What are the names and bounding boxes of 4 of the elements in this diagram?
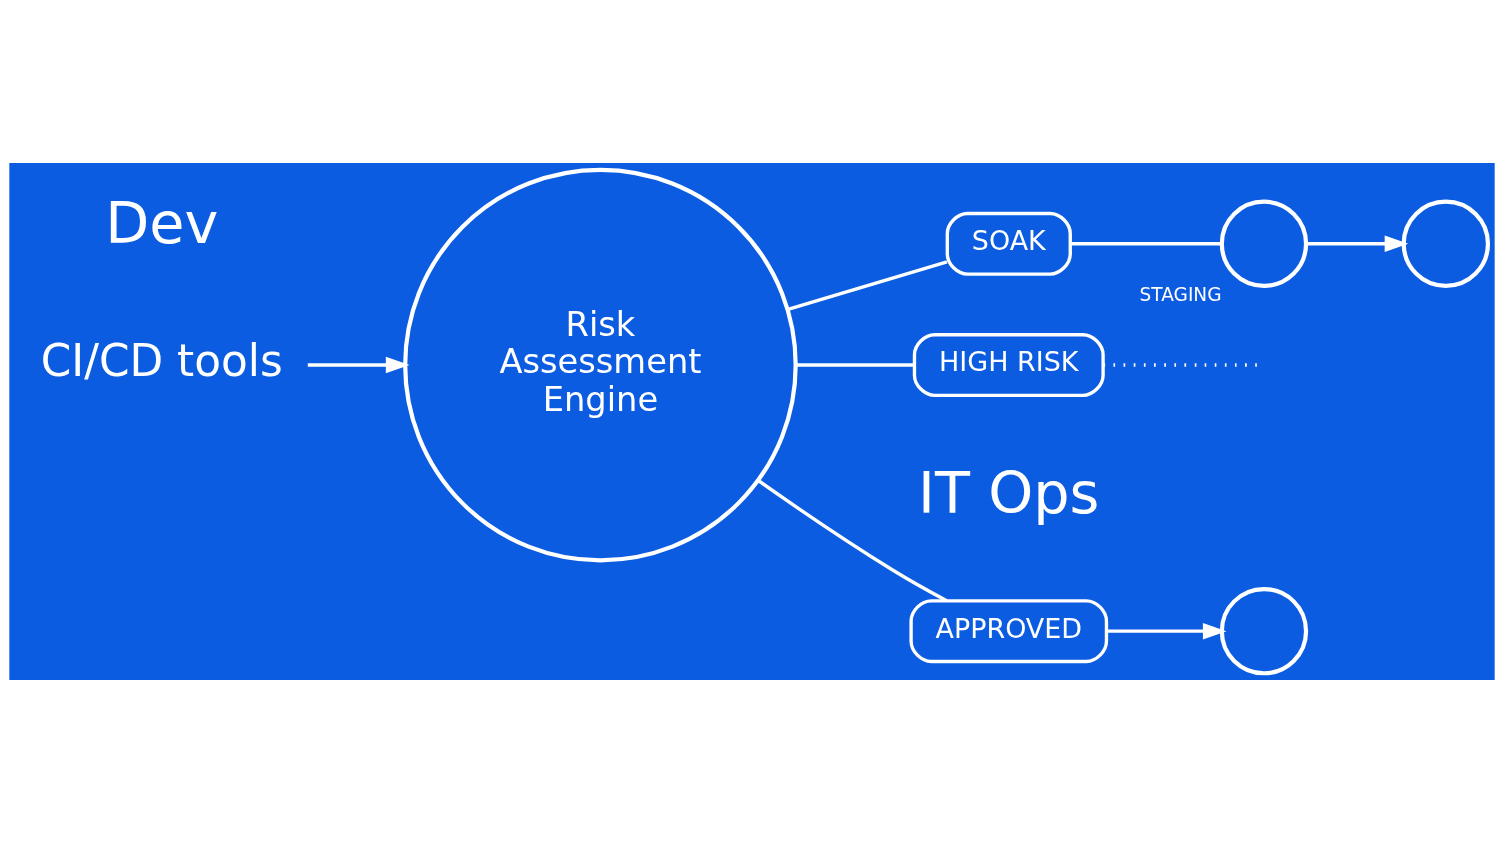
label: Dev (105, 189, 219, 257)
node-label: STAGING (1139, 283, 1222, 305)
node-text: CI/CD tools (40, 334, 283, 386)
label: IT Ops (918, 459, 1100, 527)
